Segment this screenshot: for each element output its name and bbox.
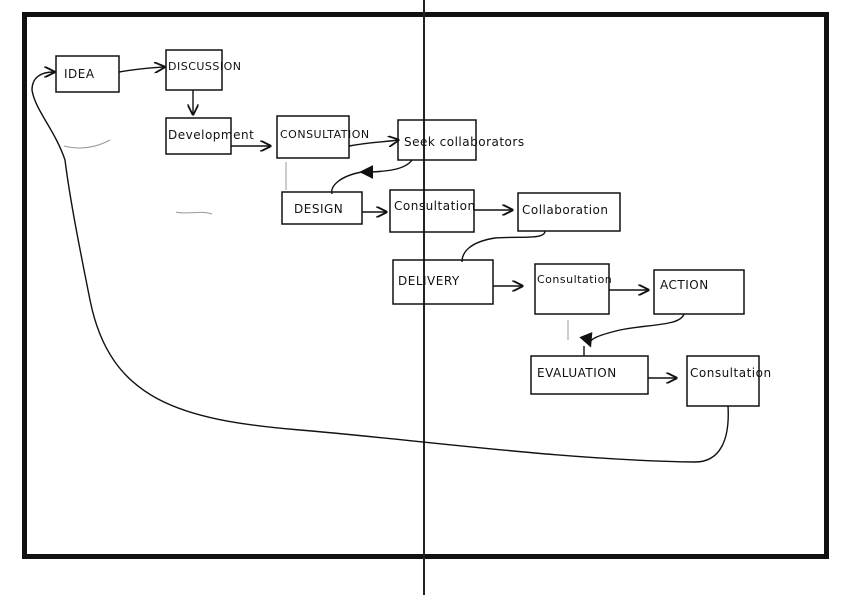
arrow-seek-back-to-design (359, 159, 413, 179)
line-seek-to-design (331, 171, 363, 195)
arrow-idea-to-discussion (118, 67, 164, 72)
arrow-consultation-to-seek (348, 140, 398, 146)
consultation-2-label: Consultation (394, 199, 476, 213)
development-box (165, 117, 232, 155)
idea-label: IDEA (64, 67, 95, 81)
design-label: DESIGN (294, 202, 343, 216)
line-collaboration-to-delivery (461, 230, 546, 263)
consultation-3-box (534, 263, 610, 315)
action-box (653, 269, 745, 315)
faint-scribble (175, 211, 213, 215)
consultation-3-label: Consultation (537, 273, 612, 286)
discussion-label: DISCUSSION (168, 60, 242, 73)
consultation-1-box (276, 115, 350, 159)
discussion-box (165, 49, 223, 91)
feedback-loop-to-idea (31, 72, 729, 463)
collaboration-box (517, 192, 621, 232)
evaluation-label: EVALUATION (537, 366, 617, 380)
collaboration-label: Collaboration (522, 203, 608, 217)
idea-box (55, 55, 120, 93)
page-border (22, 12, 829, 559)
delivery-label: DELIVERY (398, 274, 460, 288)
evaluation-box (530, 355, 649, 395)
seek-collaborators-label: Seek collaborators (404, 135, 525, 149)
action-label: ACTION (660, 278, 709, 292)
design-box (281, 191, 363, 225)
consultation-4-label: Consultation (690, 366, 772, 380)
consultation-4-box (686, 355, 760, 407)
consultation-1-label: CONSULTATION (280, 128, 370, 141)
delivery-box (392, 259, 494, 305)
line-action-to-evaluation (579, 313, 685, 348)
faint-scribble (63, 139, 111, 149)
consultation-2-box (389, 189, 475, 233)
development-label: Development (168, 128, 254, 142)
page-fold-line (423, 0, 425, 595)
